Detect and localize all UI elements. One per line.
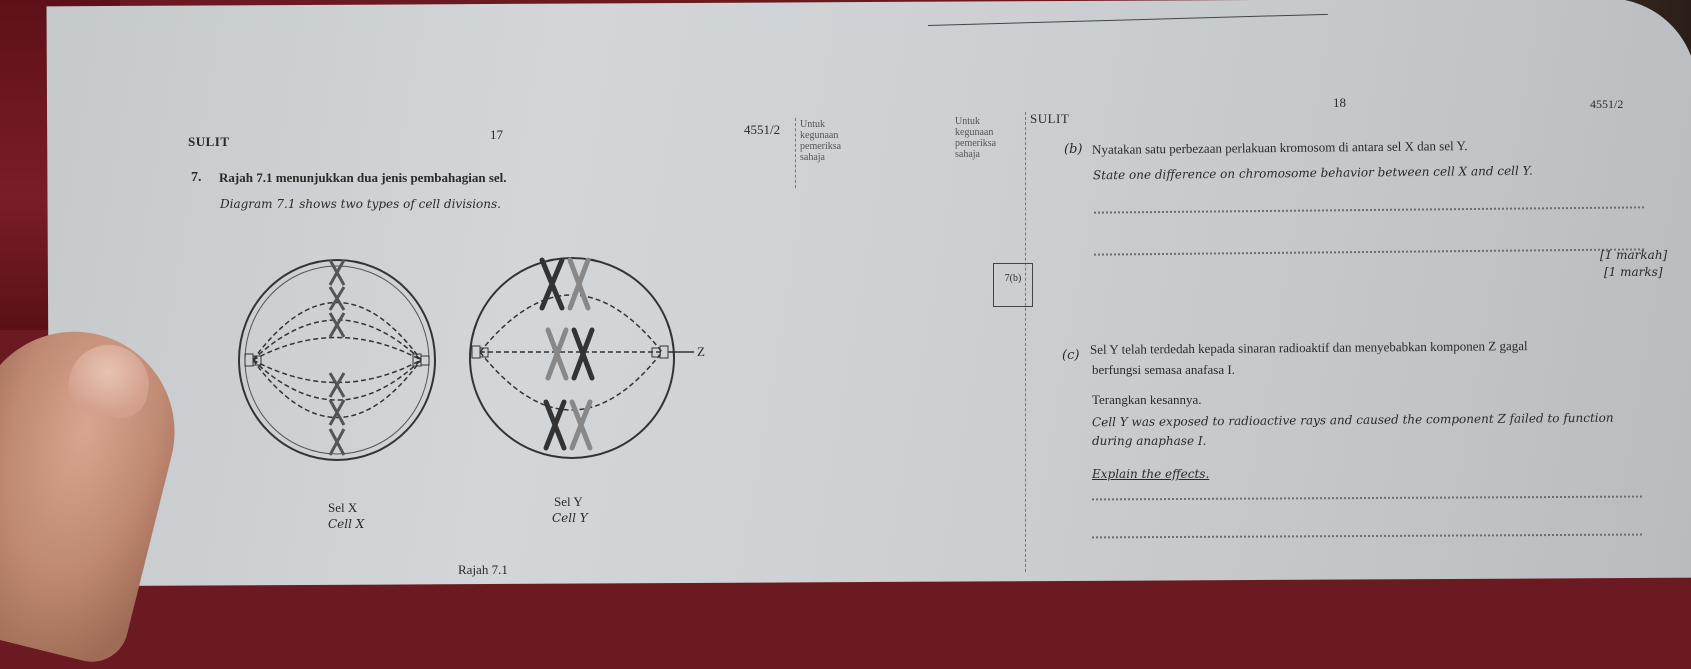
part-c-label: (c) xyxy=(1062,348,1080,363)
examiner-text: kegunaan xyxy=(800,130,839,141)
cell-y-label-english: Cell Y xyxy=(552,511,588,525)
marks-malay-b: [1 markah] xyxy=(1600,248,1668,262)
examiner-text: kegunaan xyxy=(955,127,994,138)
sulit-header-right: SULIT xyxy=(1030,111,1070,126)
examiner-text: Untuk xyxy=(955,116,980,127)
margin-divider xyxy=(1025,112,1026,572)
question-malay: Rajah 7.1 menunjukkan dua jenis pembahag… xyxy=(219,170,507,185)
paper-code-right: 4551/2 xyxy=(1590,97,1624,111)
examiner-column-divider xyxy=(795,118,796,188)
examiner-column-right: Untuk kegunaan pemeriksa sahaja xyxy=(955,116,996,160)
examiner-text: Untuk xyxy=(800,119,825,130)
question-number: 7. xyxy=(191,170,202,185)
part-c-malay-line2: berfungsi semasa anafasa I. xyxy=(1092,362,1235,377)
part-c-english-line2: during anaphase I. xyxy=(1092,434,1207,448)
examiner-text: sahaja xyxy=(955,149,980,160)
examiner-text: pemeriksa xyxy=(955,138,997,149)
marks-english-b: [1 marks] xyxy=(1604,265,1663,279)
page-number-18: 18 xyxy=(1333,95,1346,110)
cell-x-label-malay: Sel X xyxy=(328,500,358,515)
cell-y-diagram xyxy=(469,257,694,459)
examiner-text: sahaja xyxy=(800,152,825,163)
paper-code-left: 4551/2 xyxy=(744,122,781,137)
cell-x-label-english: Cell X xyxy=(328,517,365,531)
cell-x-diagram xyxy=(238,259,436,461)
score-box-7b: 7(b) xyxy=(993,263,1033,307)
cell-y-label-malay: Sel Y xyxy=(554,494,583,509)
component-z-label: Z xyxy=(697,344,705,359)
sulit-header-left: SULIT xyxy=(188,134,230,149)
question-english: Diagram 7.1 shows two types of cell divi… xyxy=(220,197,501,211)
part-c-english-instruction: Explain the effects. xyxy=(1092,467,1210,481)
diagram-caption: Rajah 7.1 xyxy=(458,562,508,577)
examiner-column-left: Untuk kegunaan pemeriksa sahaja xyxy=(800,119,841,163)
examiner-text: pemeriksa xyxy=(800,141,842,152)
part-c-malay-instruction: Terangkan kesannya. xyxy=(1092,392,1202,407)
page-number-17: 17 xyxy=(490,127,503,142)
part-b-label: (b) xyxy=(1064,142,1083,157)
score-box-label: 7(b) xyxy=(1004,273,1022,284)
